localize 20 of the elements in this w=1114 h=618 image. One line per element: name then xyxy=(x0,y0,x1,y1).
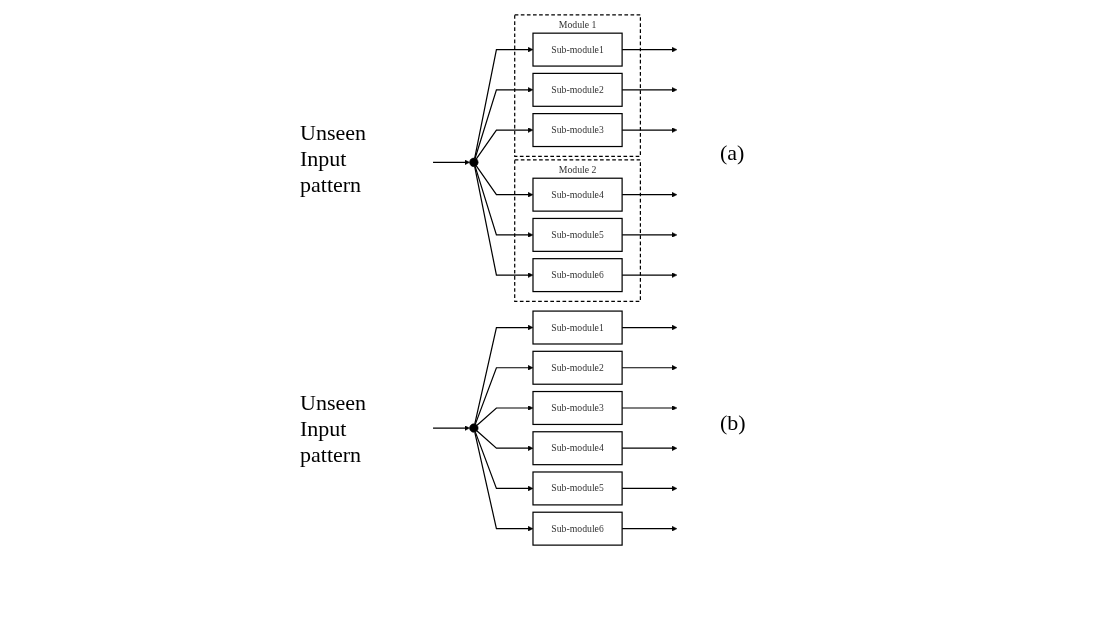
input-label: Unseen Input pattern xyxy=(300,390,367,468)
arrow xyxy=(432,159,470,166)
arrow xyxy=(432,425,470,431)
panel-label: (a) xyxy=(720,140,745,166)
input-label: Unseen Input pattern xyxy=(300,120,367,198)
process-box: Sub-module2 xyxy=(532,72,623,107)
process-box: Sub-module4 xyxy=(532,177,623,212)
panel-label: (b) xyxy=(720,410,746,436)
process-box: Sub-module3 xyxy=(532,113,623,148)
process-box: Sub-module5 xyxy=(532,217,623,252)
process-box: Sub-module1 xyxy=(532,32,623,67)
process-box: Sub-module4 xyxy=(532,431,623,466)
process-box: Sub-module6 xyxy=(532,258,623,293)
process-box: Sub-module6 xyxy=(532,511,623,546)
junction-dot xyxy=(469,423,479,433)
junction-dot xyxy=(469,157,479,167)
process-box: Sub-module5 xyxy=(532,471,623,506)
process-box: Sub-module2 xyxy=(532,350,623,385)
process-box: Sub-module3 xyxy=(532,390,623,426)
process-box: Sub-module1 xyxy=(532,310,623,345)
